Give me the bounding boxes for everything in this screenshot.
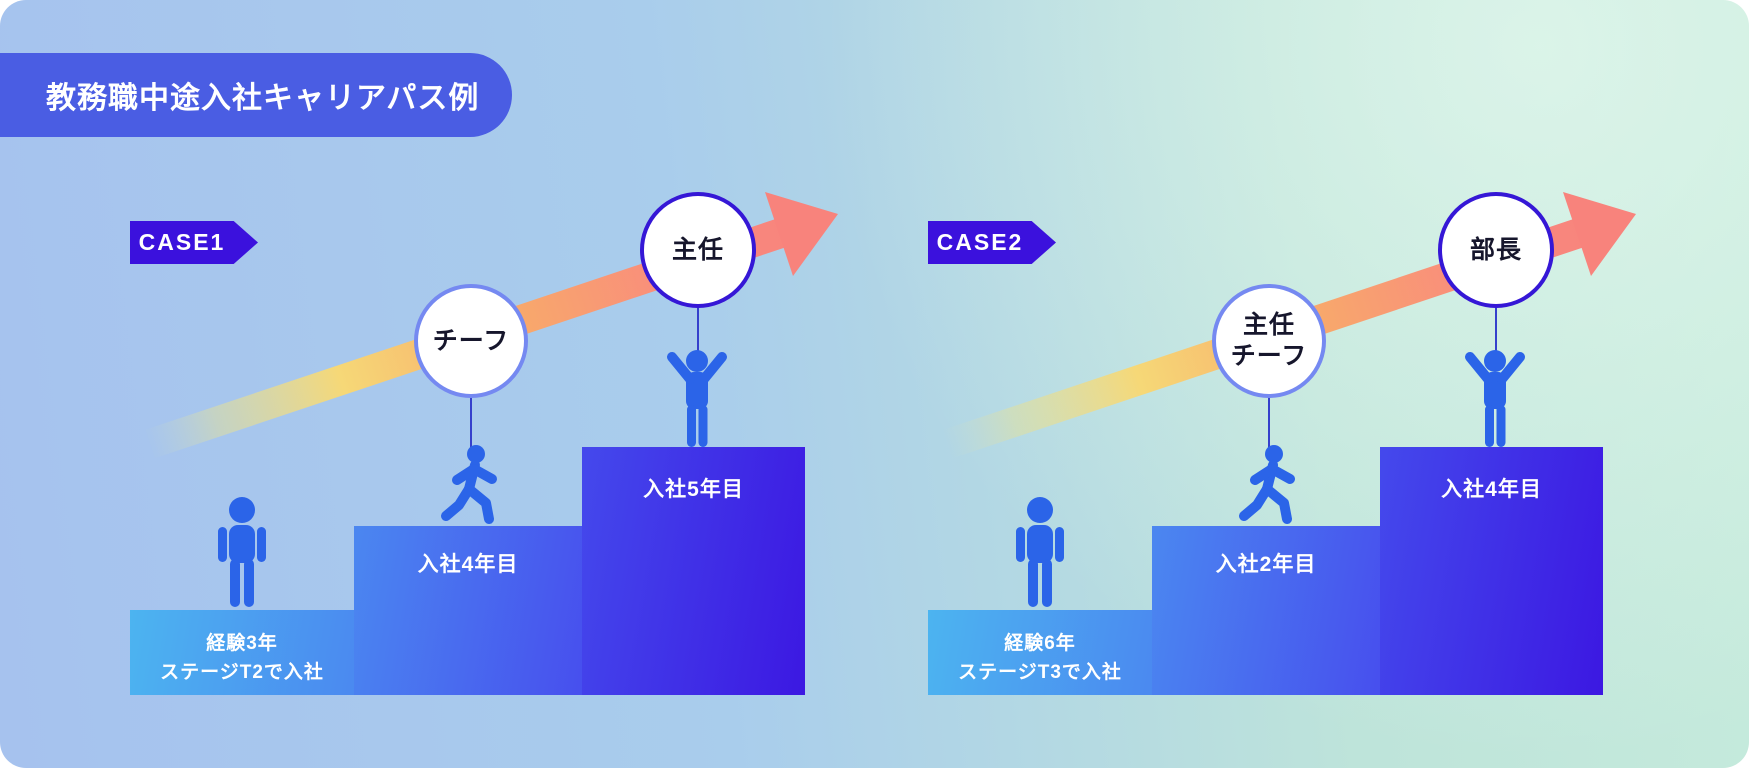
case1-role-chief-circle: チーフ bbox=[414, 284, 528, 398]
walking-person-icon bbox=[1226, 445, 1312, 525]
connector-line bbox=[1268, 396, 1270, 450]
case2-step-2 bbox=[1152, 526, 1380, 695]
case1-step3-label: 入社5年目 bbox=[643, 478, 744, 501]
case2-role-bucho-circle: 部長 bbox=[1438, 192, 1554, 308]
standing-person-icon bbox=[209, 497, 275, 609]
walking-person-icon bbox=[428, 445, 514, 525]
case2-badge: CASE2 bbox=[928, 221, 1056, 264]
standing-person-icon bbox=[1007, 497, 1073, 609]
case1-panel: CASE1 経験3年 ステージT2で入社 入社4年目 入社5年目 チーフ 主任 bbox=[130, 0, 951, 695]
connector-line bbox=[1495, 305, 1497, 351]
case1-step-2 bbox=[354, 526, 582, 695]
case1-step1-label: 経験3年 ステージT2で入社 bbox=[160, 633, 324, 683]
case2-step-1 bbox=[928, 610, 1152, 695]
case2-panel: CASE2 経験6年 ステージT3で入社 入社2年目 入社4年目 主任 チーフ … bbox=[798, 0, 1749, 768]
case2-step2-label: 入社2年目 bbox=[1215, 553, 1317, 576]
case2-role-shunin-chief-circle: 主任 チーフ bbox=[1212, 284, 1326, 398]
connector-line bbox=[697, 305, 699, 351]
case1-step2-label: 入社4年目 bbox=[417, 553, 519, 576]
title-banner: 教務職中途入社キャリアパス例 bbox=[0, 53, 512, 137]
case1-badge-label: CASE1 bbox=[138, 229, 226, 255]
case1-step-1 bbox=[130, 610, 354, 695]
case2-step1-label: 経験6年 ステージT3で入社 bbox=[958, 633, 1122, 683]
connector-line bbox=[470, 396, 472, 450]
case2-step3-label: 入社4年目 bbox=[1441, 478, 1542, 501]
page-title: 教務職中途入社キャリアパス例 bbox=[46, 82, 480, 115]
case1-badge: CASE1 bbox=[130, 221, 258, 264]
case1-step-3 bbox=[582, 447, 805, 695]
case2-step-3 bbox=[1380, 447, 1603, 695]
case2-badge-label: CASE2 bbox=[936, 229, 1024, 255]
raised-arms-person-icon bbox=[1461, 345, 1529, 447]
case1-role-shunin-circle: 主任 bbox=[640, 192, 756, 308]
raised-arms-person-icon bbox=[663, 345, 731, 447]
